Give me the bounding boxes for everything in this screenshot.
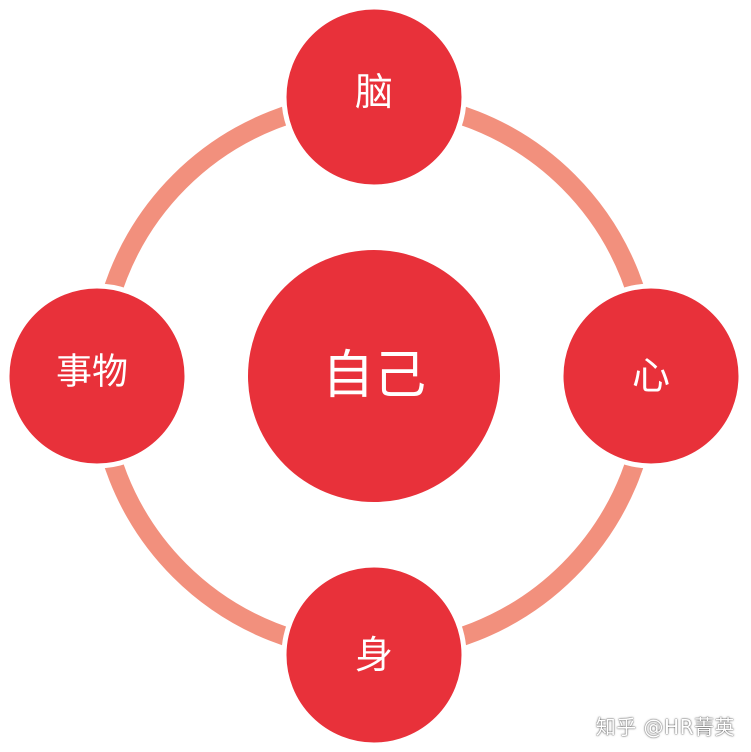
center-node: 自己: [248, 250, 500, 502]
node-top-label: 脑: [355, 70, 393, 114]
node-top-circle: [281, 4, 467, 190]
node-left-circle: [4, 283, 190, 469]
node-top: 脑: [281, 4, 467, 190]
node-right-label: 心: [632, 354, 670, 398]
center-node-label: 自己: [322, 346, 426, 406]
node-bottom-label: 身: [355, 633, 393, 677]
watermark-text: 知乎 @HR菁英: [595, 715, 735, 739]
node-left-label: 事物: [56, 352, 128, 393]
node-left: 事物: [4, 283, 190, 469]
center-node-circle: [248, 250, 500, 502]
node-bottom-circle: [281, 562, 467, 748]
node-right: 心: [558, 283, 744, 469]
node-right-circle: [558, 283, 744, 469]
node-bottom: 身: [281, 562, 467, 748]
